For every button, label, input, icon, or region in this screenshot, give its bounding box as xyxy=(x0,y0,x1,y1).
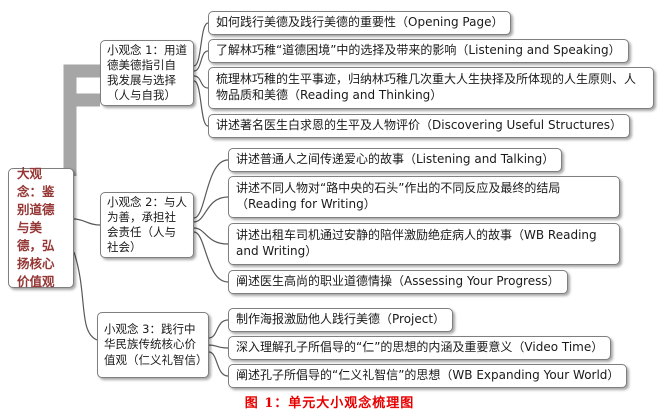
big-concept-box: 大观念：鉴别道德与美德，弘扬核心价值观 xyxy=(8,166,74,289)
activity-box-4: 讲述著名医生白求恩的生平及人物评价（Discovering Useful Str… xyxy=(208,114,631,138)
figure-caption: 图 1：单元大小观念梳理图 xyxy=(244,396,415,411)
activity-box-11: 阐述孔子所倡导的“仁义礼智信”的思想（WB Expanding Your Wor… xyxy=(228,364,628,388)
big-concept-label: 大观念：鉴别道德与美德，弘扬核心价值观 xyxy=(17,165,55,290)
activity-box-8: 阐述医生高尚的职业道德情操（Assessing Your Progress） xyxy=(228,270,568,294)
trunk-connector xyxy=(63,64,100,176)
branch-connectors xyxy=(73,22,229,377)
activity-label-1: 如何践行美德及践行美德的重要性（Opening Page） xyxy=(216,15,504,30)
sub-concept-label-3: 小观念 3：践行中华民族传统核心价值观（仁义礼智信） xyxy=(104,322,208,367)
activity-label-5: 讲述普通人之间传递爱心的故事（Listening and Talking） xyxy=(236,152,555,167)
activity-label-7: 讲述出租车司机通过安静的陪伴激励绝症病人的故事（WB Reading and W… xyxy=(236,228,597,258)
sub-concept-box-1: 小观念 1：用道德美德指引自我发展与选择（人与自我） xyxy=(100,40,194,106)
activity-label-4: 讲述著名医生白求恩的生平及人物评价（Discovering Useful Str… xyxy=(216,118,623,133)
activity-box-7: 讲述出租车司机通过安静的陪伴激励绝症病人的故事（WB Reading and W… xyxy=(228,223,620,265)
activity-label-2: 了解林巧稚“道德困境”中的选择及带来的影响（Listening and Spea… xyxy=(216,43,621,58)
activity-label-8: 阐述医生高尚的职业道德情操（Assessing Your Progress） xyxy=(236,274,560,289)
sub-concept-box-3: 小观念 3：践行中华民族传统核心价值观（仁义礼智信） xyxy=(97,312,209,378)
activity-label-11: 阐述孔子所倡导的“仁义礼智信”的思想（WB Expanding Your Wor… xyxy=(236,368,620,383)
activity-box-9: 制作海报激励他人践行美德（Project） xyxy=(228,308,454,332)
sub-concept-label-1: 小观念 1：用道德美德指引自我发展与选择（人与自我） xyxy=(107,42,187,103)
sub-concept-box-2: 小观念 2：与人为善，承担社会责任（人与社会） xyxy=(100,192,194,258)
activity-box-6: 讲述不同人物对“路中央的石头”作出的不同反应及最终的结局（Reading for… xyxy=(228,176,620,218)
activity-box-1: 如何践行美德及践行美德的重要性（Opening Page） xyxy=(208,11,512,35)
sub-concept-label-2: 小观念 2：与人为善，承担社会责任（人与社会） xyxy=(107,194,187,255)
activity-label-9: 制作海报激励他人践行美德（Project） xyxy=(236,312,446,327)
activity-box-2: 了解林巧稚“道德困境”中的选择及带来的影响（Listening and Spea… xyxy=(208,39,629,63)
activity-box-3: 梳理林巧稚的生平事迹，归纳林巧稚几次重大人生抉择及所体现的人生原则、人物品质和美… xyxy=(208,67,654,109)
activity-label-10: 深入理解孔子所倡导的“仁”的思想的内涵及重要意义（Video Time） xyxy=(236,340,604,355)
activity-box-10: 深入理解孔子所倡导的“仁”的思想的内涵及重要意义（Video Time） xyxy=(228,336,612,360)
activity-label-3: 梳理林巧稚的生平事迹，归纳林巧稚几次重大人生抉择及所体现的人生原则、人物品质和美… xyxy=(216,72,637,102)
activity-box-5: 讲述普通人之间传递爱心的故事（Listening and Talking） xyxy=(228,148,563,172)
activity-label-6: 讲述不同人物对“路中央的石头”作出的不同反应及最终的结局（Reading for… xyxy=(236,181,561,211)
